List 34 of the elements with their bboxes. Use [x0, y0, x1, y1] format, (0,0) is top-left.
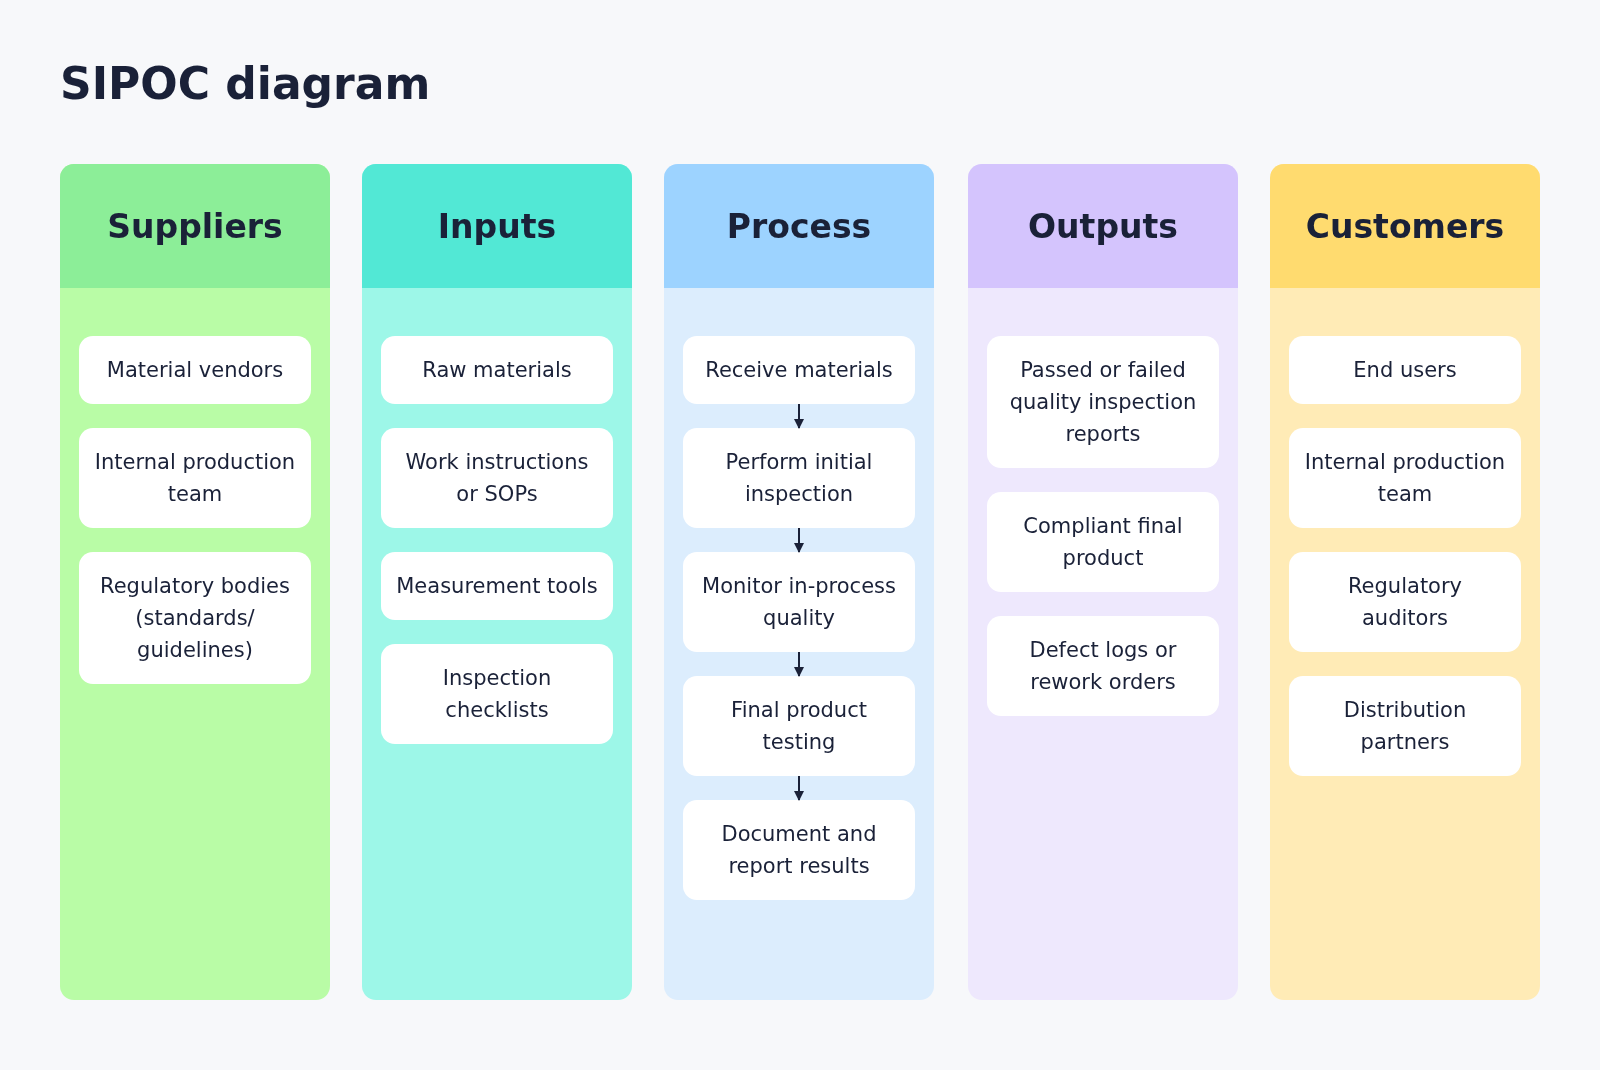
item-card: Material vendors — [79, 336, 311, 404]
item-card: Monitor in-process quality — [683, 552, 915, 652]
item-card: Document and report results — [683, 800, 915, 900]
item-card: End users — [1289, 336, 1521, 404]
item-card: Receive materials — [683, 336, 915, 404]
item-card: Final product testing — [683, 676, 915, 776]
item-card: Work instructions or SOPs — [381, 428, 613, 528]
item-card: Internal production team — [1289, 428, 1521, 528]
item-card: Regulatory bodies (standards/ guidelines) — [79, 552, 311, 684]
arrow — [794, 527, 804, 553]
item-card: Internal production team — [79, 428, 311, 528]
column-panel — [664, 164, 934, 1000]
item-card: Raw materials — [381, 336, 613, 404]
item-card: Defect logs or rework orders — [987, 616, 1219, 716]
item-card: Inspection checklists — [381, 644, 613, 744]
column-header: Outputs — [968, 164, 1238, 288]
arrow — [794, 775, 804, 801]
item-card: Perform initial inspection — [683, 428, 915, 528]
arrow — [794, 651, 804, 677]
column-header: Inputs — [362, 164, 632, 288]
column-panel — [362, 164, 632, 1000]
column-panel — [968, 164, 1238, 1000]
arrow — [794, 403, 804, 429]
column-panel — [1270, 164, 1540, 1000]
column-header: Suppliers — [60, 164, 330, 288]
column-panel — [60, 164, 330, 1000]
item-card: Regulatory auditors — [1289, 552, 1521, 652]
item-card: Distribution partners — [1289, 676, 1521, 776]
item-card: Measurement tools — [381, 552, 613, 620]
diagram-title: SIPOC diagram — [60, 58, 431, 109]
item-card: Passed or failed quality inspection reports — [987, 336, 1219, 468]
item-card: Compliant final product — [987, 492, 1219, 592]
column-header: Customers — [1270, 164, 1540, 288]
column-header: Process — [664, 164, 934, 288]
